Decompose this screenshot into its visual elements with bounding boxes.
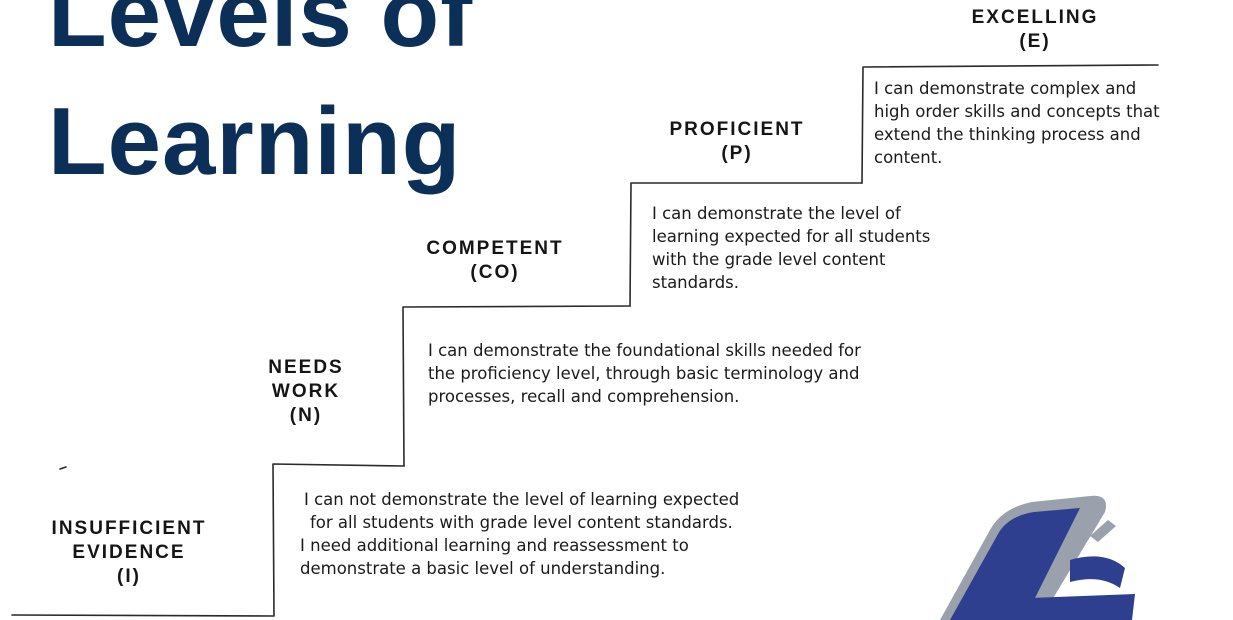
page-title-line-2: Learning <box>48 88 462 195</box>
level-competent-description: I can demonstrate the level of learning … <box>652 202 930 294</box>
level-code: (CO) <box>470 261 520 283</box>
description-line: content. <box>874 148 943 167</box>
level-code: (P) <box>721 142 753 164</box>
description-line: the proficiency level, through basic ter… <box>428 364 860 383</box>
school-logo-icon <box>940 495 1135 620</box>
description-line: learning expected for all students <box>652 227 931 246</box>
description-line: I need additional learning and reassessm… <box>300 536 689 555</box>
description-line: I can demonstrate complex and <box>874 79 1137 98</box>
level-code: (I) <box>117 565 141 587</box>
description-line: I can demonstrate the level of <box>652 204 901 223</box>
description-line: extend the thinking process and <box>874 125 1141 144</box>
stray-mark <box>59 466 67 470</box>
level-excelling-label: Excelling (E) <box>930 6 1140 54</box>
level-insufficient-evidence-label: Insufficient Evidence (I) <box>8 517 250 588</box>
stair-step-3 <box>629 182 863 307</box>
page-title-line-1: Levels of <box>48 0 474 67</box>
level-competent-label: Competent (CO) <box>380 237 610 285</box>
description-line: processes, recall and comprehension. <box>428 387 740 406</box>
description-line: with the grade level content <box>652 250 886 269</box>
description-line: I can not demonstrate the level of learn… <box>304 490 740 509</box>
level-code: (N) <box>289 404 323 426</box>
description-line: for all students with grade level conten… <box>310 513 733 532</box>
description-line: demonstrate a basic level of understandi… <box>300 559 666 578</box>
level-name-line: Insufficient <box>51 518 207 539</box>
level-name-line: Proficient <box>669 119 805 140</box>
level-code: (E) <box>1019 30 1051 52</box>
stair-step-2 <box>402 305 631 467</box>
level-name-line: Competent <box>426 238 564 259</box>
description-line: high order skills and concepts that <box>874 102 1160 121</box>
description-line: standards. <box>652 273 740 292</box>
stair-step-4 <box>861 64 1159 184</box>
level-proficient-label: Proficient (P) <box>630 118 844 166</box>
level-name-line: Needs <box>268 357 344 378</box>
level-name-line: Excelling <box>971 7 1099 28</box>
stair-step-1 <box>11 463 405 617</box>
level-needs-work-label: Needs Work (N) <box>238 356 374 427</box>
level-name-line: Evidence <box>72 541 186 563</box>
level-insufficient-evidence-description: I can not demonstrate the level of learn… <box>300 488 739 580</box>
level-excelling-description: I can demonstrate complex and high order… <box>874 77 1160 169</box>
level-needs-work-description: I can demonstrate the foundational skill… <box>428 339 861 408</box>
level-name-line: Work <box>271 380 341 402</box>
description-line: I can demonstrate the foundational skill… <box>428 341 861 360</box>
